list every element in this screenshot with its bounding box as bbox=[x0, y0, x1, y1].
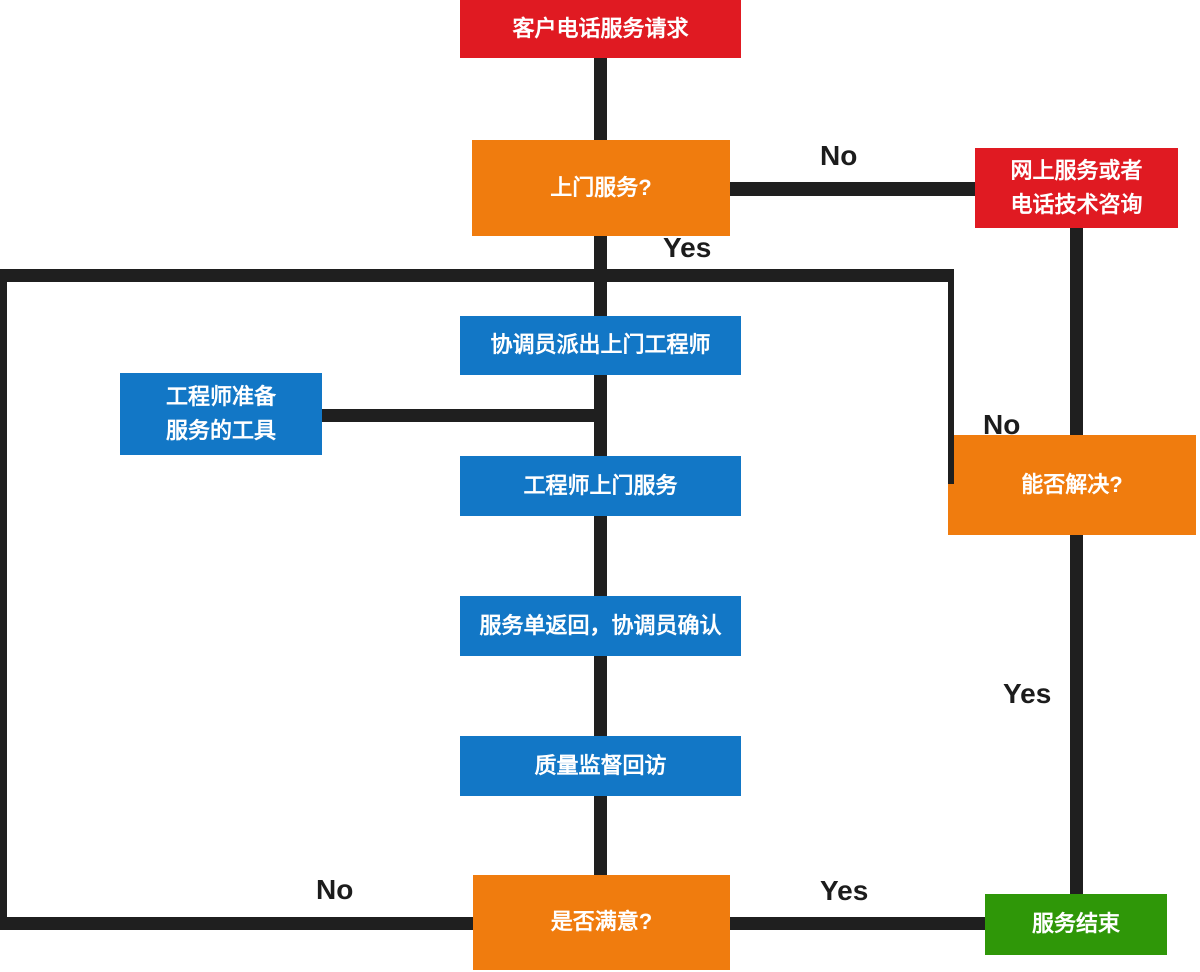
connector-request-to-onsite bbox=[594, 58, 607, 140]
node-satisfied-decision: 是否满意? bbox=[473, 875, 730, 970]
connector-return-loop-left bbox=[0, 269, 7, 930]
node-customer-phone-request: 客户电话服务请求 bbox=[460, 0, 741, 58]
connector-prepare-to-main bbox=[321, 409, 600, 422]
node-onsite-service-decision: 上门服务? bbox=[472, 140, 730, 236]
node-service-end: 服务结束 bbox=[985, 894, 1167, 955]
edge-label-satisfied-yes: Yes bbox=[820, 875, 869, 906]
connector-quality-to-satisfied bbox=[594, 796, 607, 875]
connector-confirm-to-quality bbox=[594, 656, 607, 736]
node-can-resolve-decision: 能否解决? bbox=[948, 435, 1196, 535]
edge-label-satisfied-no: No bbox=[316, 874, 354, 905]
node-coordinator-dispatch-engineer: 协调员派出上门工程师 bbox=[460, 316, 741, 375]
connector-onsite-no-to-online bbox=[730, 182, 975, 196]
node-quality-follow-up: 质量监督回访 bbox=[460, 736, 741, 796]
node-engineer-prepare-tools: 工程师准备 服务的工具 bbox=[120, 373, 322, 455]
connector-resolve-no-up bbox=[948, 269, 954, 484]
node-service-order-confirm: 服务单返回，协调员确认 bbox=[460, 596, 741, 656]
connector-satisfied-yes-to-end bbox=[730, 917, 985, 930]
connector-dispatch-to-visit bbox=[594, 375, 607, 456]
connector-visit-to-confirm bbox=[594, 516, 607, 596]
edge-label-resolve-no: No bbox=[983, 409, 1021, 440]
connector-online-to-resolve bbox=[1070, 228, 1083, 435]
edge-label-onsite-no: No bbox=[820, 140, 858, 171]
edge-label-onsite-yes: Yes bbox=[663, 232, 712, 263]
node-online-or-phone-consult: 网上服务或者 电话技术咨询 bbox=[975, 148, 1178, 228]
connector-satisfied-no-left bbox=[0, 917, 473, 930]
edge-label-resolve-yes: Yes bbox=[1003, 678, 1052, 709]
connector-return-loop-top bbox=[0, 269, 953, 282]
node-engineer-onsite-service: 工程师上门服务 bbox=[460, 456, 741, 516]
connector-resolve-yes-to-end bbox=[1070, 535, 1083, 894]
